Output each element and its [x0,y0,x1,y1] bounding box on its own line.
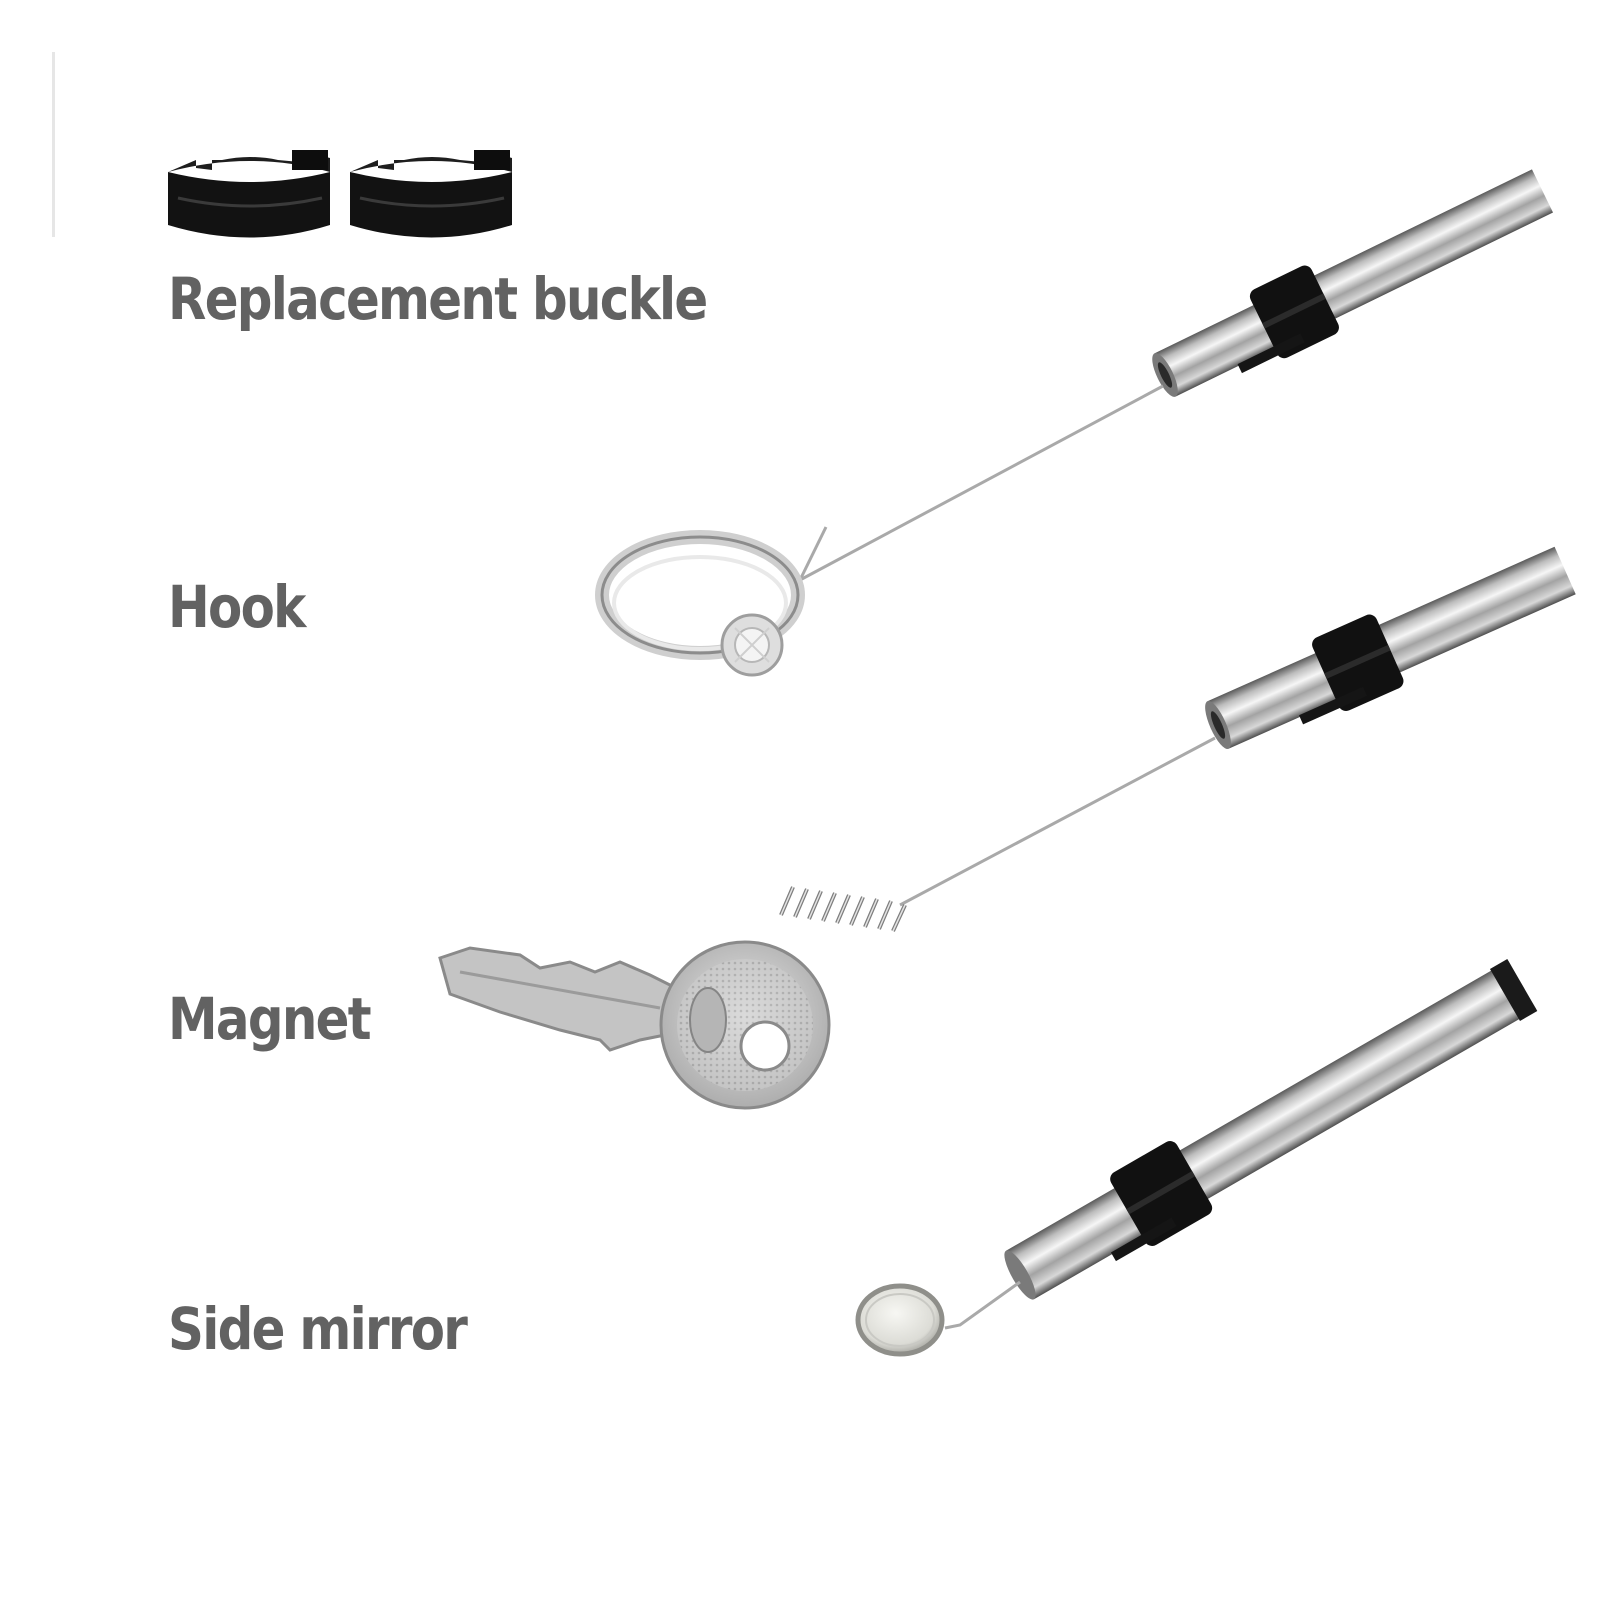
ring-icon [595,530,805,677]
magnet-tool [438,546,1576,1110]
replacement-buckle-right [350,150,512,238]
left-edge-divider [52,52,55,237]
spring-coil [779,886,907,932]
side-mirror-tool [855,959,1538,1357]
replacement-buckle-left [168,150,330,238]
round-mirror-icon [855,1283,945,1357]
key-icon [438,940,831,1110]
label-hook: Hook [168,573,306,641]
hook-tool [595,169,1554,677]
label-side-mirror: Side mirror [168,1295,468,1363]
label-replacement-buckle: Replacement buckle [168,265,708,333]
label-magnet: Magnet [168,985,372,1053]
